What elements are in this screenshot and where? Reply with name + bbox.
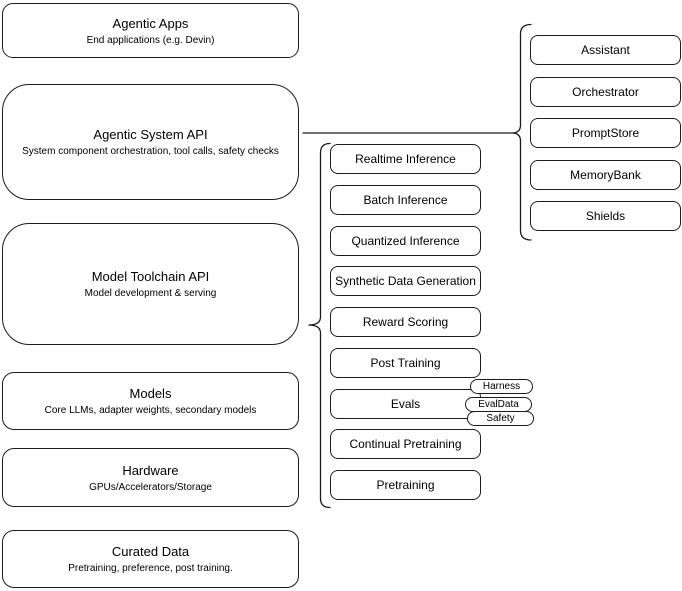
node-subtitle: Core LLMs, adapter weights, secondary mo…	[44, 405, 257, 416]
node-label: Continual Pretraining	[349, 437, 462, 452]
node-label: Orchestrator	[572, 84, 639, 99]
node-promptstore: PromptStore	[530, 118, 681, 148]
node-title: Models	[129, 386, 172, 401]
node-label: Evals	[390, 396, 421, 411]
node-label: Shields	[585, 209, 626, 223]
node-agentic-apps: Agentic Apps End applications (e.g. Devi…	[2, 3, 299, 58]
node-realtime-inference: Realtime Inference	[330, 144, 481, 174]
tag-safety: Safety	[467, 410, 534, 426]
node-subtitle: Model development & serving	[84, 288, 217, 299]
node-label: Synthetic Data Generation	[335, 274, 476, 289]
node-evals: Evals Harness EvalData Safety	[330, 378, 534, 426]
node-memorybank: MemoryBank	[530, 159, 681, 190]
node-label: Reward Scoring	[362, 315, 449, 329]
node-pretraining: Pretraining	[330, 470, 481, 500]
node-batch-inference: Batch Inference	[330, 184, 481, 215]
node-title: Agentic System API	[93, 127, 208, 142]
node-models: Models Core LLMs, adapter weights, secon…	[2, 372, 299, 430]
node-title: Agentic Apps	[112, 15, 189, 31]
node-title: Hardware	[122, 462, 179, 478]
node-shields: Shields	[530, 201, 681, 231]
node-label: Pretraining	[376, 478, 435, 492]
node-label: Quantized Inference	[351, 233, 460, 248]
node-agentic-system-api: Agentic System API System component orch…	[2, 84, 299, 200]
node-title: Curated Data	[111, 544, 190, 559]
node-subtitle: System component orchestration, tool cal…	[22, 146, 279, 157]
toolchain-group: Realtime Inference Batch Inference Quant…	[330, 144, 534, 500]
node-label: PromptStore	[571, 126, 640, 140]
node-label: MemoryBank	[570, 167, 641, 182]
toolchain-brace	[308, 142, 331, 509]
node-label: Assistant	[581, 43, 630, 57]
node-reward-scoring: Reward Scoring	[330, 307, 481, 337]
node-subtitle: End applications (e.g. Devin)	[86, 34, 215, 46]
node-model-toolchain-api: Model Toolchain API Model development & …	[2, 223, 299, 345]
system-components-group: Assistant Orchestrator PromptStore Memor…	[530, 35, 681, 231]
node-subtitle: GPUs/Accelerators/Storage	[89, 481, 212, 493]
node-assistant: Assistant	[530, 35, 681, 65]
node-label: Batch Inference	[363, 192, 448, 207]
components-brace	[511, 23, 532, 241]
node-quantized-inference: Quantized Inference	[330, 225, 481, 256]
node-hardware: Hardware GPUs/Accelerators/Storage	[2, 448, 299, 507]
node-title: Model Toolchain API	[91, 269, 210, 284]
node-label: Post Training	[370, 355, 441, 370]
node-subtitle: Pretraining, preference, post training.	[68, 563, 233, 574]
node-post-training: Post Training	[330, 347, 481, 378]
node-continual-pretraining: Continual Pretraining	[330, 429, 481, 460]
node-orchestrator: Orchestrator	[530, 76, 681, 107]
tag-evaldata: EvalData	[465, 396, 532, 412]
node-synthetic-data-generation: Synthetic Data Generation	[330, 266, 481, 297]
node-label: Realtime Inference	[355, 152, 456, 166]
tag-harness: Harness	[470, 378, 533, 394]
node-curated-data: Curated Data Pretraining, preference, po…	[2, 530, 299, 588]
